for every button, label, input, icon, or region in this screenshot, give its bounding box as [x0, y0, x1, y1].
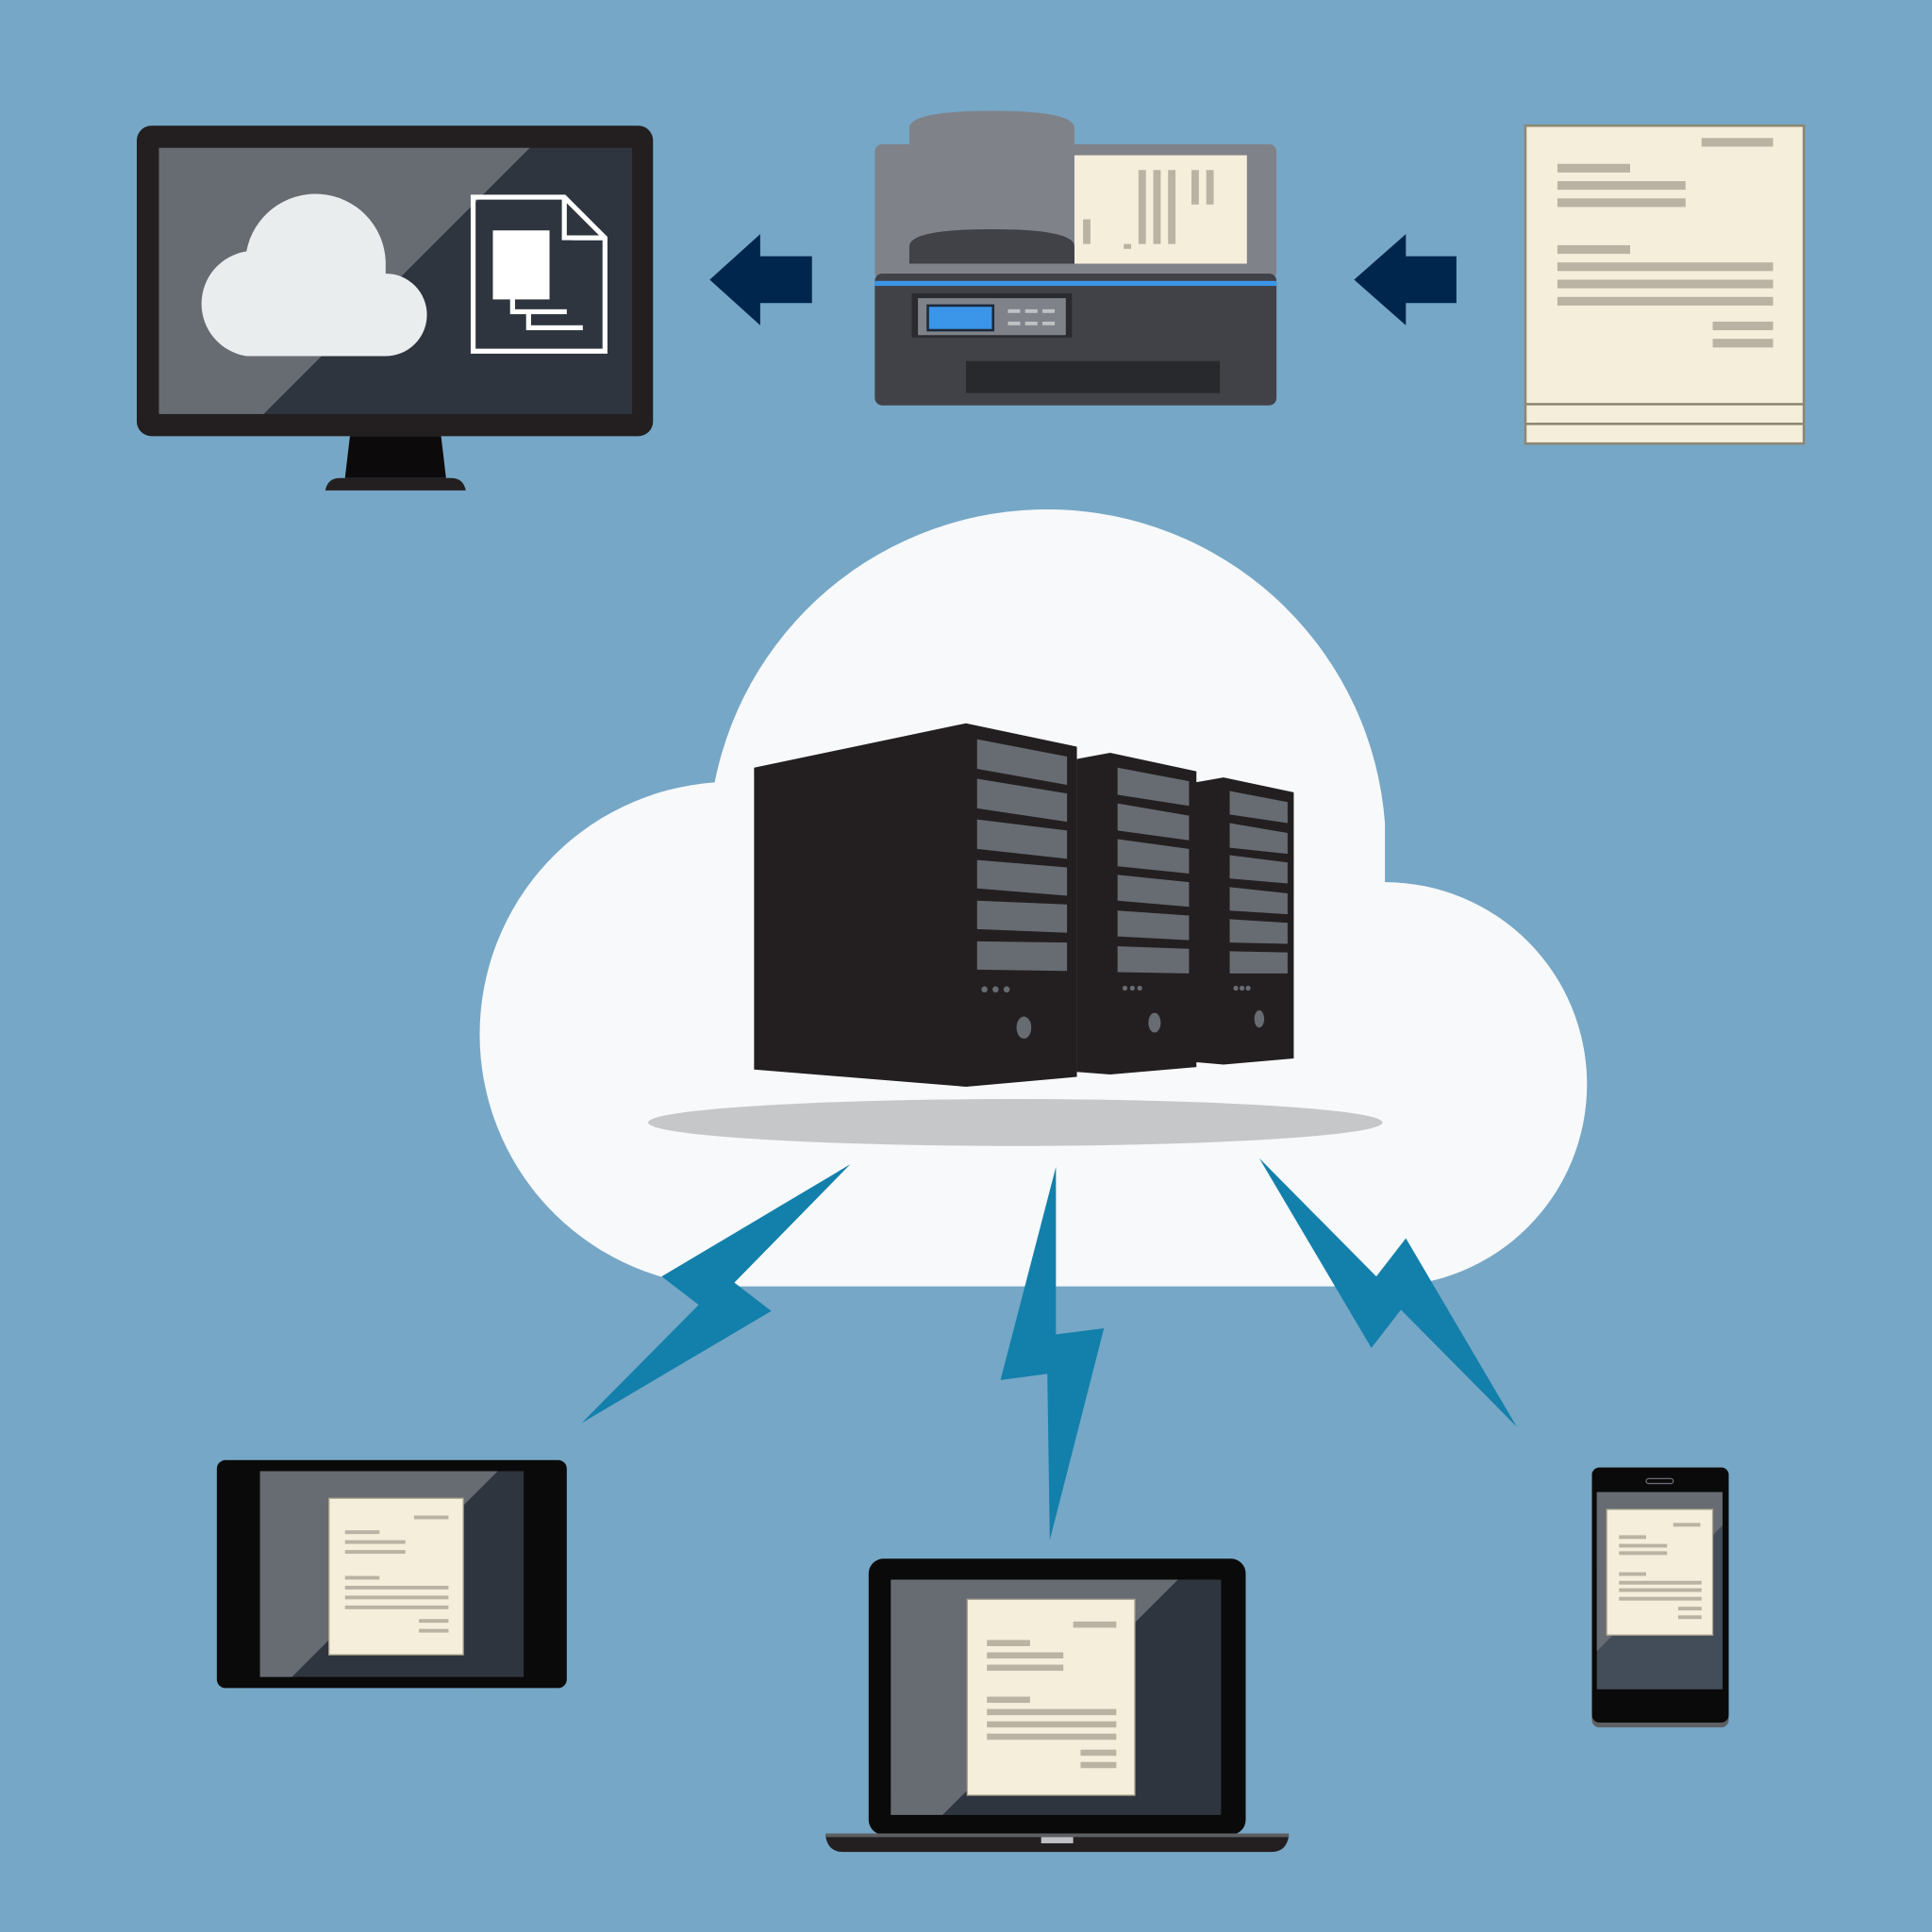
server-shadow — [648, 1099, 1383, 1146]
smartphone-icon — [1591, 1467, 1729, 1728]
paper-document-icon — [1524, 124, 1806, 445]
desktop-monitor-icon — [136, 125, 654, 491]
arrow-left-icon — [709, 234, 812, 325]
arrow-left-icon — [1354, 234, 1457, 325]
lightning-bolt-icon — [1000, 1166, 1105, 1541]
lightning-bolt-icon — [581, 1164, 851, 1424]
cloud-icon — [201, 193, 427, 357]
scanner-icon — [874, 110, 1277, 406]
copy-files-icon — [470, 194, 608, 354]
server-drive-bays — [976, 739, 1288, 974]
laptop-icon — [825, 1558, 1290, 1853]
lightning-bolt-icon — [1258, 1158, 1517, 1427]
tablet-icon — [216, 1459, 567, 1689]
cloud-server-icon — [479, 508, 1588, 1287]
